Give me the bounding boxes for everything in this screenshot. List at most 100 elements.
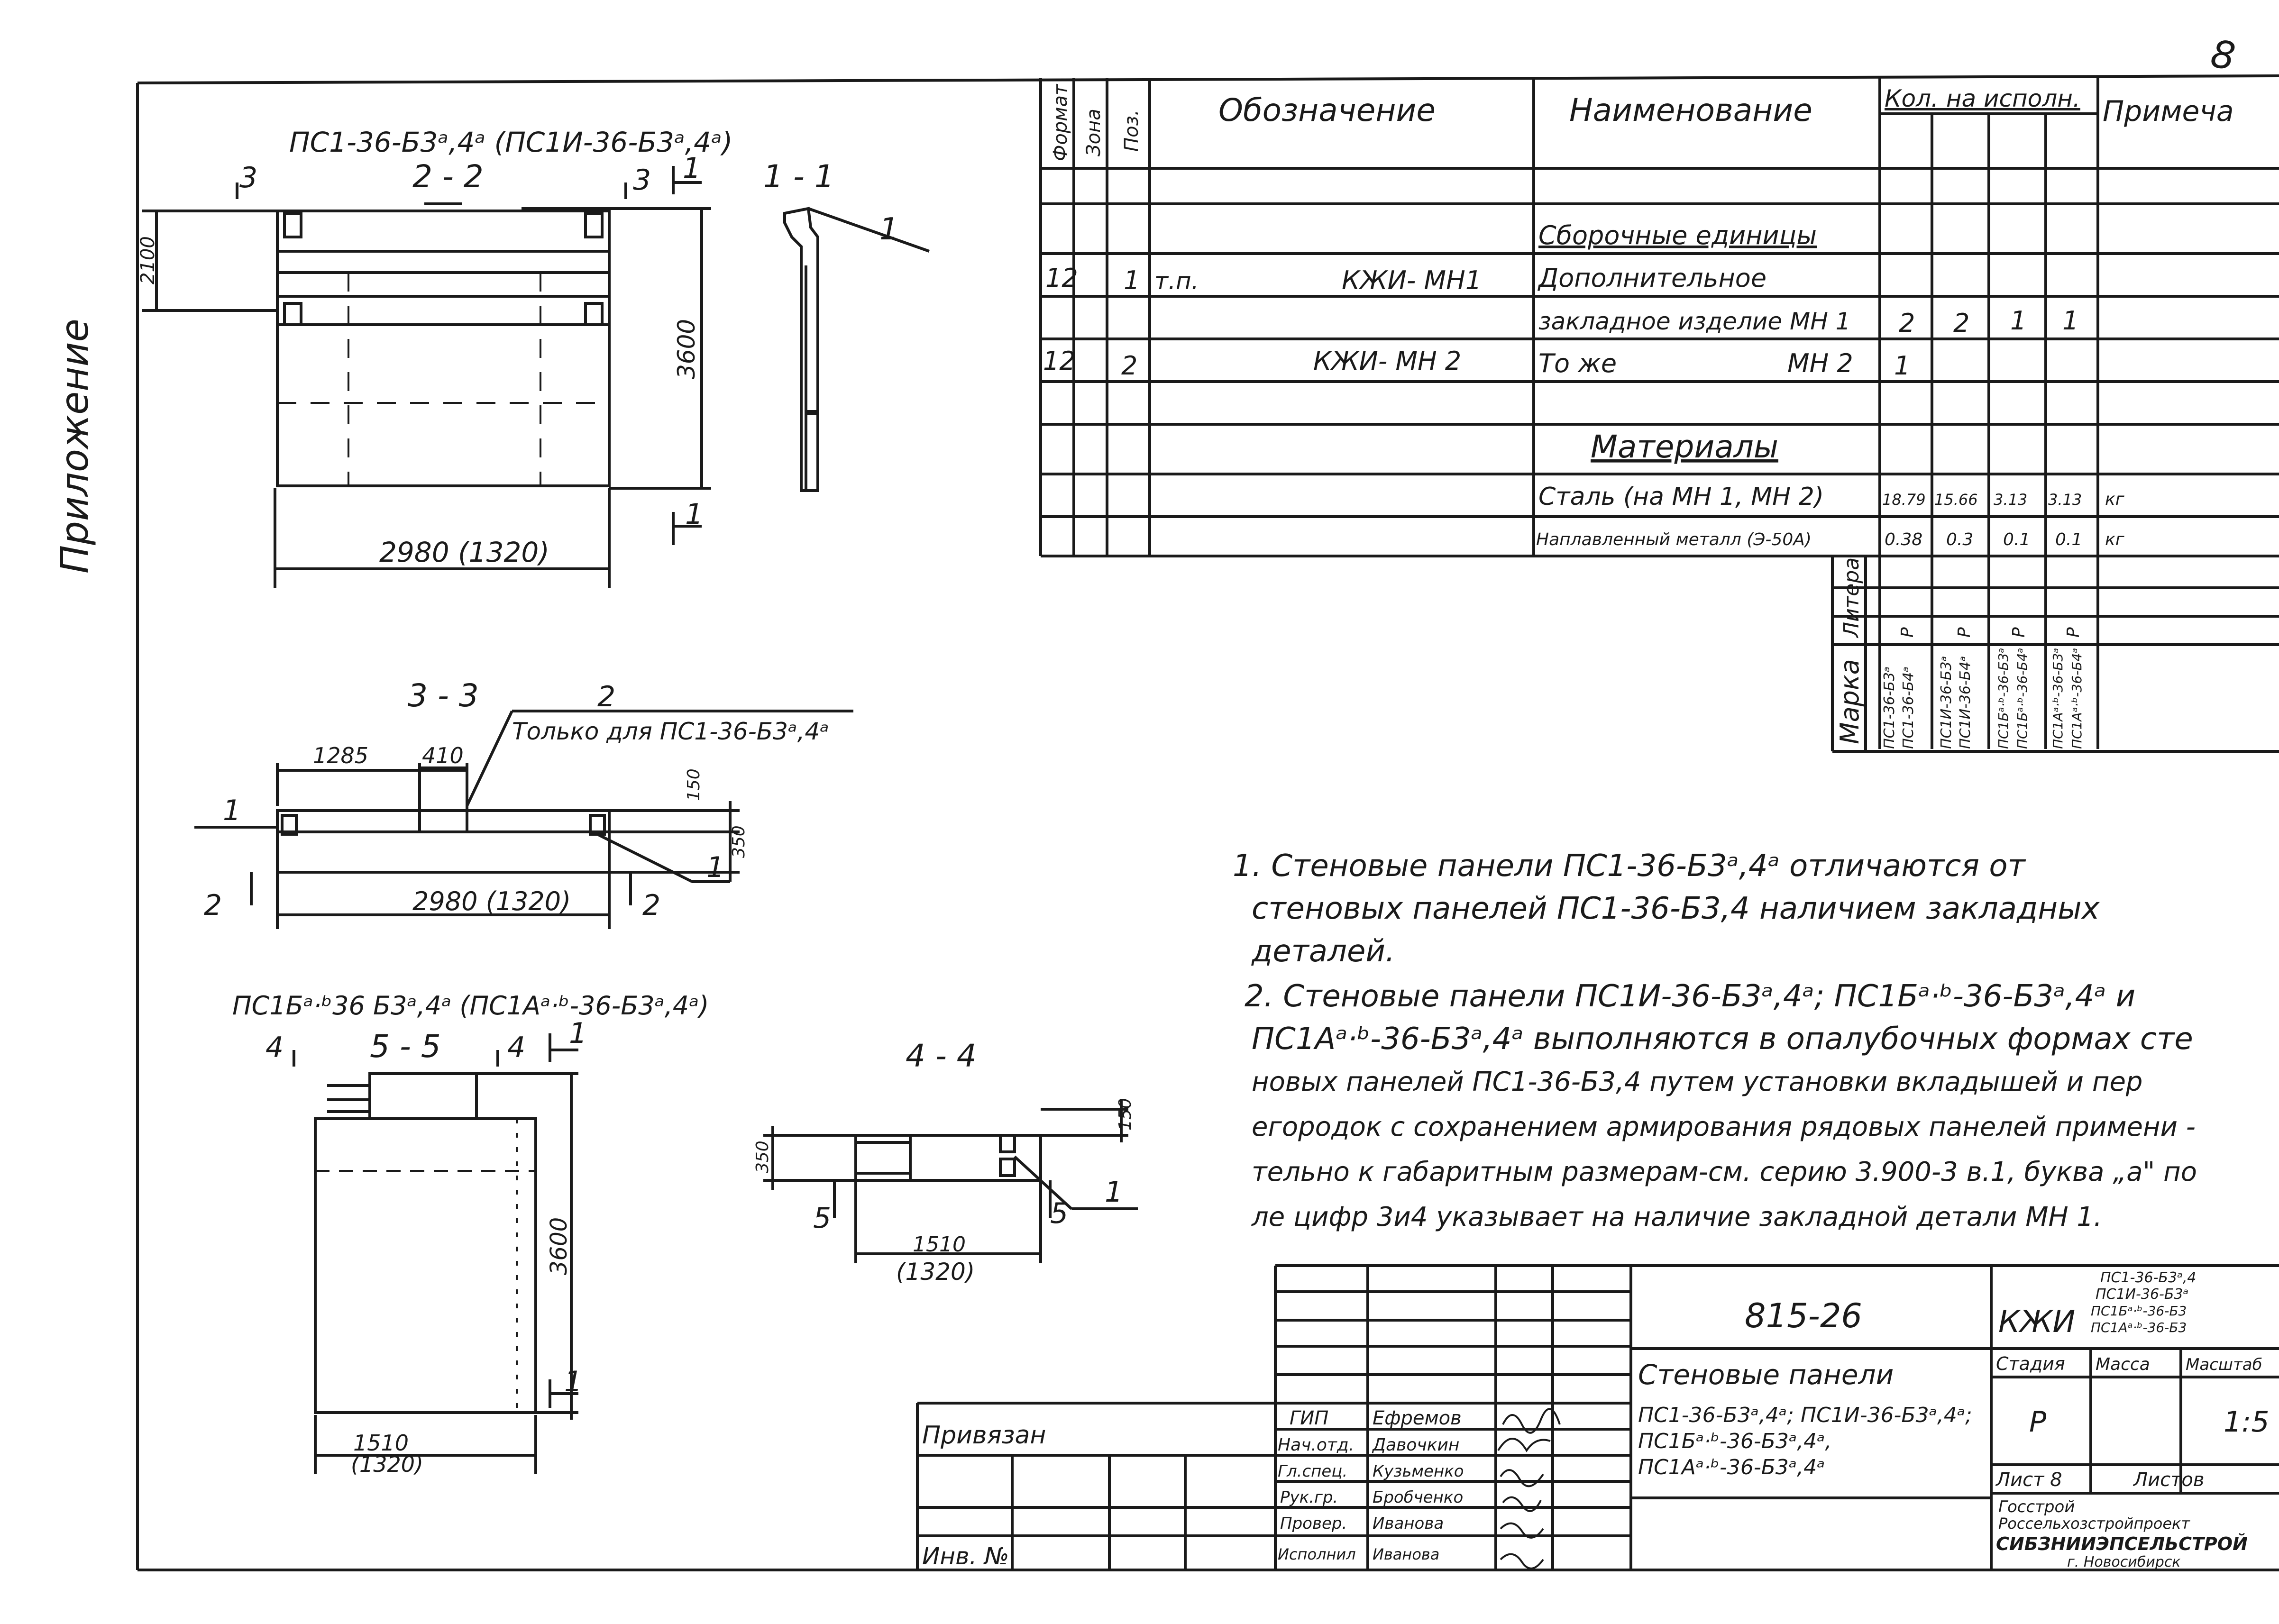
view55-cut1-top: 1 <box>569 1017 587 1050</box>
sheet-number: 8 <box>2208 32 2238 79</box>
row3-name-suffix: МН 2 <box>1787 348 1853 378</box>
header-zone: Зона <box>1083 109 1105 156</box>
row1-format: 12 <box>1045 263 1078 293</box>
view33-dim-width: 2980 (1320) <box>412 886 571 916</box>
org-1: Госстрой <box>1998 1497 2075 1516</box>
section-materials: Материалы <box>1591 429 1778 465</box>
title-code-mark-4: ПС1Аᵃ·ᵇ-36-Б3 <box>2091 1320 2187 1335</box>
mat1-q3: 3.13 <box>1994 491 2027 509</box>
view33-dim-1285: 1285 <box>313 743 368 768</box>
view33-dim-410: 410 <box>422 743 464 768</box>
view55-dim-width: 1510 <box>353 1430 409 1456</box>
view33-cut1: 1 <box>223 794 241 827</box>
header-pos: Поз. <box>1121 109 1143 152</box>
mat2-q3: 0.1 <box>2003 530 2030 549</box>
title-line-3: ПС1Бᵃ·ᵇ-36-Б3ᵃ,4ᵃ, <box>1638 1429 1831 1453</box>
header-qty: Кол. на исполн. <box>1885 85 2080 112</box>
view33-callout2: 2 <box>597 680 615 713</box>
note-line-6: новых панелей ПС1-36-Б3,4 путем установк… <box>1252 1067 2143 1097</box>
litera-4: Р <box>2064 627 2083 638</box>
role-6-name: Иванова <box>1373 1545 1439 1563</box>
row1-designation: КЖИ- МН1 <box>1342 265 1482 295</box>
org-3: СИБЗНИИЭПСЕЛЬСТРОЙ <box>1996 1533 2248 1554</box>
title-code-mark-1: ПС1-36-Б3ᵃ,4 <box>2100 1269 2196 1286</box>
view33-cut2-left: 2 <box>204 889 222 922</box>
privyazan-label: Привязан <box>922 1421 1046 1450</box>
scale-value: 1:5 <box>2224 1405 2270 1439</box>
sheets-label: Листов <box>2133 1469 2204 1491</box>
mat1-unit: кг <box>2105 490 2125 509</box>
marka-label: Марка <box>1835 659 1865 744</box>
mark-4a: ПС1Аᵃ·ᵇ-36-Б3ᵃ <box>2050 648 2066 749</box>
view22-title: ПС1-36-Б3ᵃ,4ᵃ (ПС1И-36-Б3ᵃ,4ᵃ) <box>289 126 732 158</box>
view33-callout1: 1 <box>706 851 724 884</box>
view22-cut1-bottom: 1 <box>685 498 703 531</box>
view55-section: 5 - 5 <box>370 1028 441 1065</box>
note-line-8: тельно к габаритным размерам-см. серию 3… <box>1252 1157 2197 1187</box>
spec-table-grid <box>1039 78 2279 753</box>
view-1-1-outline <box>783 207 930 492</box>
role-2: Нач.отд. <box>1278 1435 1354 1455</box>
note-line-1: 1. Стеновые панели ПС1-36-Б3ᵃ,4ᵃ отличаю… <box>1233 848 2025 884</box>
row3-designation: КЖИ- МН 2 <box>1313 346 1461 376</box>
note-line-9: ле цифр 3и4 указывает на наличие закладн… <box>1252 1202 2102 1232</box>
note-line-2: стеновых панелей ПС1-36-Б3,4 наличием за… <box>1252 891 2100 926</box>
stage-label: Стадия <box>1996 1353 2065 1374</box>
row3-format: 12 <box>1043 346 1076 376</box>
title-line-4: ПС1Аᵃ·ᵇ-36-Б3ᵃ,4ᵃ <box>1638 1455 1825 1479</box>
row2-q2: 2 <box>1953 308 1969 338</box>
view22-section: 2 - 2 <box>412 158 484 195</box>
title-code-mark-2: ПС1И-36-Б3ᵃ <box>2096 1286 2188 1303</box>
role-4: Рук.гр. <box>1280 1488 1338 1507</box>
mark-1b: ПС1-36-Б4ᵃ <box>1900 666 1917 749</box>
row3-q1: 1 <box>1894 351 1910 381</box>
note-line-5: ПС1Аᵃ·ᵇ-36-Б3ᵃ,4ᵃ выполняются в опалубоч… <box>1252 1022 2193 1057</box>
role-1: ГИП <box>1290 1407 1328 1429</box>
view44-dim-150: 150 <box>1116 1098 1135 1131</box>
row2-q3: 1 <box>2010 306 2026 336</box>
role-3: Гл.спец. <box>1278 1462 1347 1481</box>
header-designation: Обозначение <box>1218 92 1436 128</box>
mass-label: Масса <box>2096 1355 2150 1374</box>
view22-dim-height: 3600 <box>673 319 700 379</box>
index-label: Литера <box>1840 557 1864 639</box>
signatures <box>1497 1408 1561 1569</box>
view44-dim-width-alt: (1320) <box>896 1258 975 1286</box>
view44-callout1: 1 <box>1105 1176 1123 1209</box>
mat1-name: Сталь (на МН 1, МН 2) <box>1538 483 1824 511</box>
view-2-2-outline <box>142 166 711 588</box>
inv-label: Инв. № <box>922 1542 1009 1570</box>
view33-section: 3 - 3 <box>408 677 479 714</box>
note-line-3: деталей. <box>1252 934 1395 969</box>
role-5: Провер. <box>1280 1514 1347 1533</box>
view33-note: Только для ПС1-36-Б3ᵃ,4ᵃ <box>512 718 829 745</box>
litera-3: Р <box>2009 627 2029 638</box>
view22-dim-top: 2100 <box>137 236 159 284</box>
header-note: Примеча <box>2103 95 2234 128</box>
note-line-7: егородок с сохранением армирования рядов… <box>1252 1112 2196 1142</box>
view11-section: 1 - 1 <box>763 158 834 195</box>
role-2-name: Давочкин <box>1372 1435 1459 1455</box>
view22-cut1-top: 1 <box>683 152 701 185</box>
role-1-name: Ефремов <box>1373 1407 1462 1429</box>
mat2-q1: 0.38 <box>1885 530 1922 549</box>
row3-name: То же <box>1538 348 1617 378</box>
mat2-q2: 0.3 <box>1946 530 1973 549</box>
view22-cut3-right: 3 <box>633 164 651 197</box>
role-6: Исполнил <box>1278 1545 1356 1563</box>
title-project: 815-26 <box>1745 1296 1862 1335</box>
row1-prefix: т.п. <box>1154 267 1199 295</box>
view33-dim-150: 150 <box>684 768 704 801</box>
role-4-name: Бробченко <box>1373 1488 1463 1507</box>
mark-1a: ПС1-36-Б3ᵃ <box>1881 666 1898 749</box>
role-3-name: Кузьменко <box>1373 1462 1464 1481</box>
title-line-2: ПС1-36-Б3ᵃ,4ᵃ; ПС1И-36-Б3ᵃ,4ᵃ; <box>1638 1403 1972 1427</box>
mat1-q2: 15.66 <box>1934 491 1978 509</box>
sheet-label: Лист 8 <box>1995 1469 2062 1491</box>
view55-cut4-right: 4 <box>507 1031 525 1064</box>
section-assemblies: Сборочные единицы <box>1538 220 1817 250</box>
view55-dim-height: 3600 <box>546 1217 572 1275</box>
mat2-q4: 0.1 <box>2055 530 2082 549</box>
view55-dim-width-alt: (1320) <box>351 1451 423 1477</box>
title-block-grid <box>916 1264 2279 1570</box>
